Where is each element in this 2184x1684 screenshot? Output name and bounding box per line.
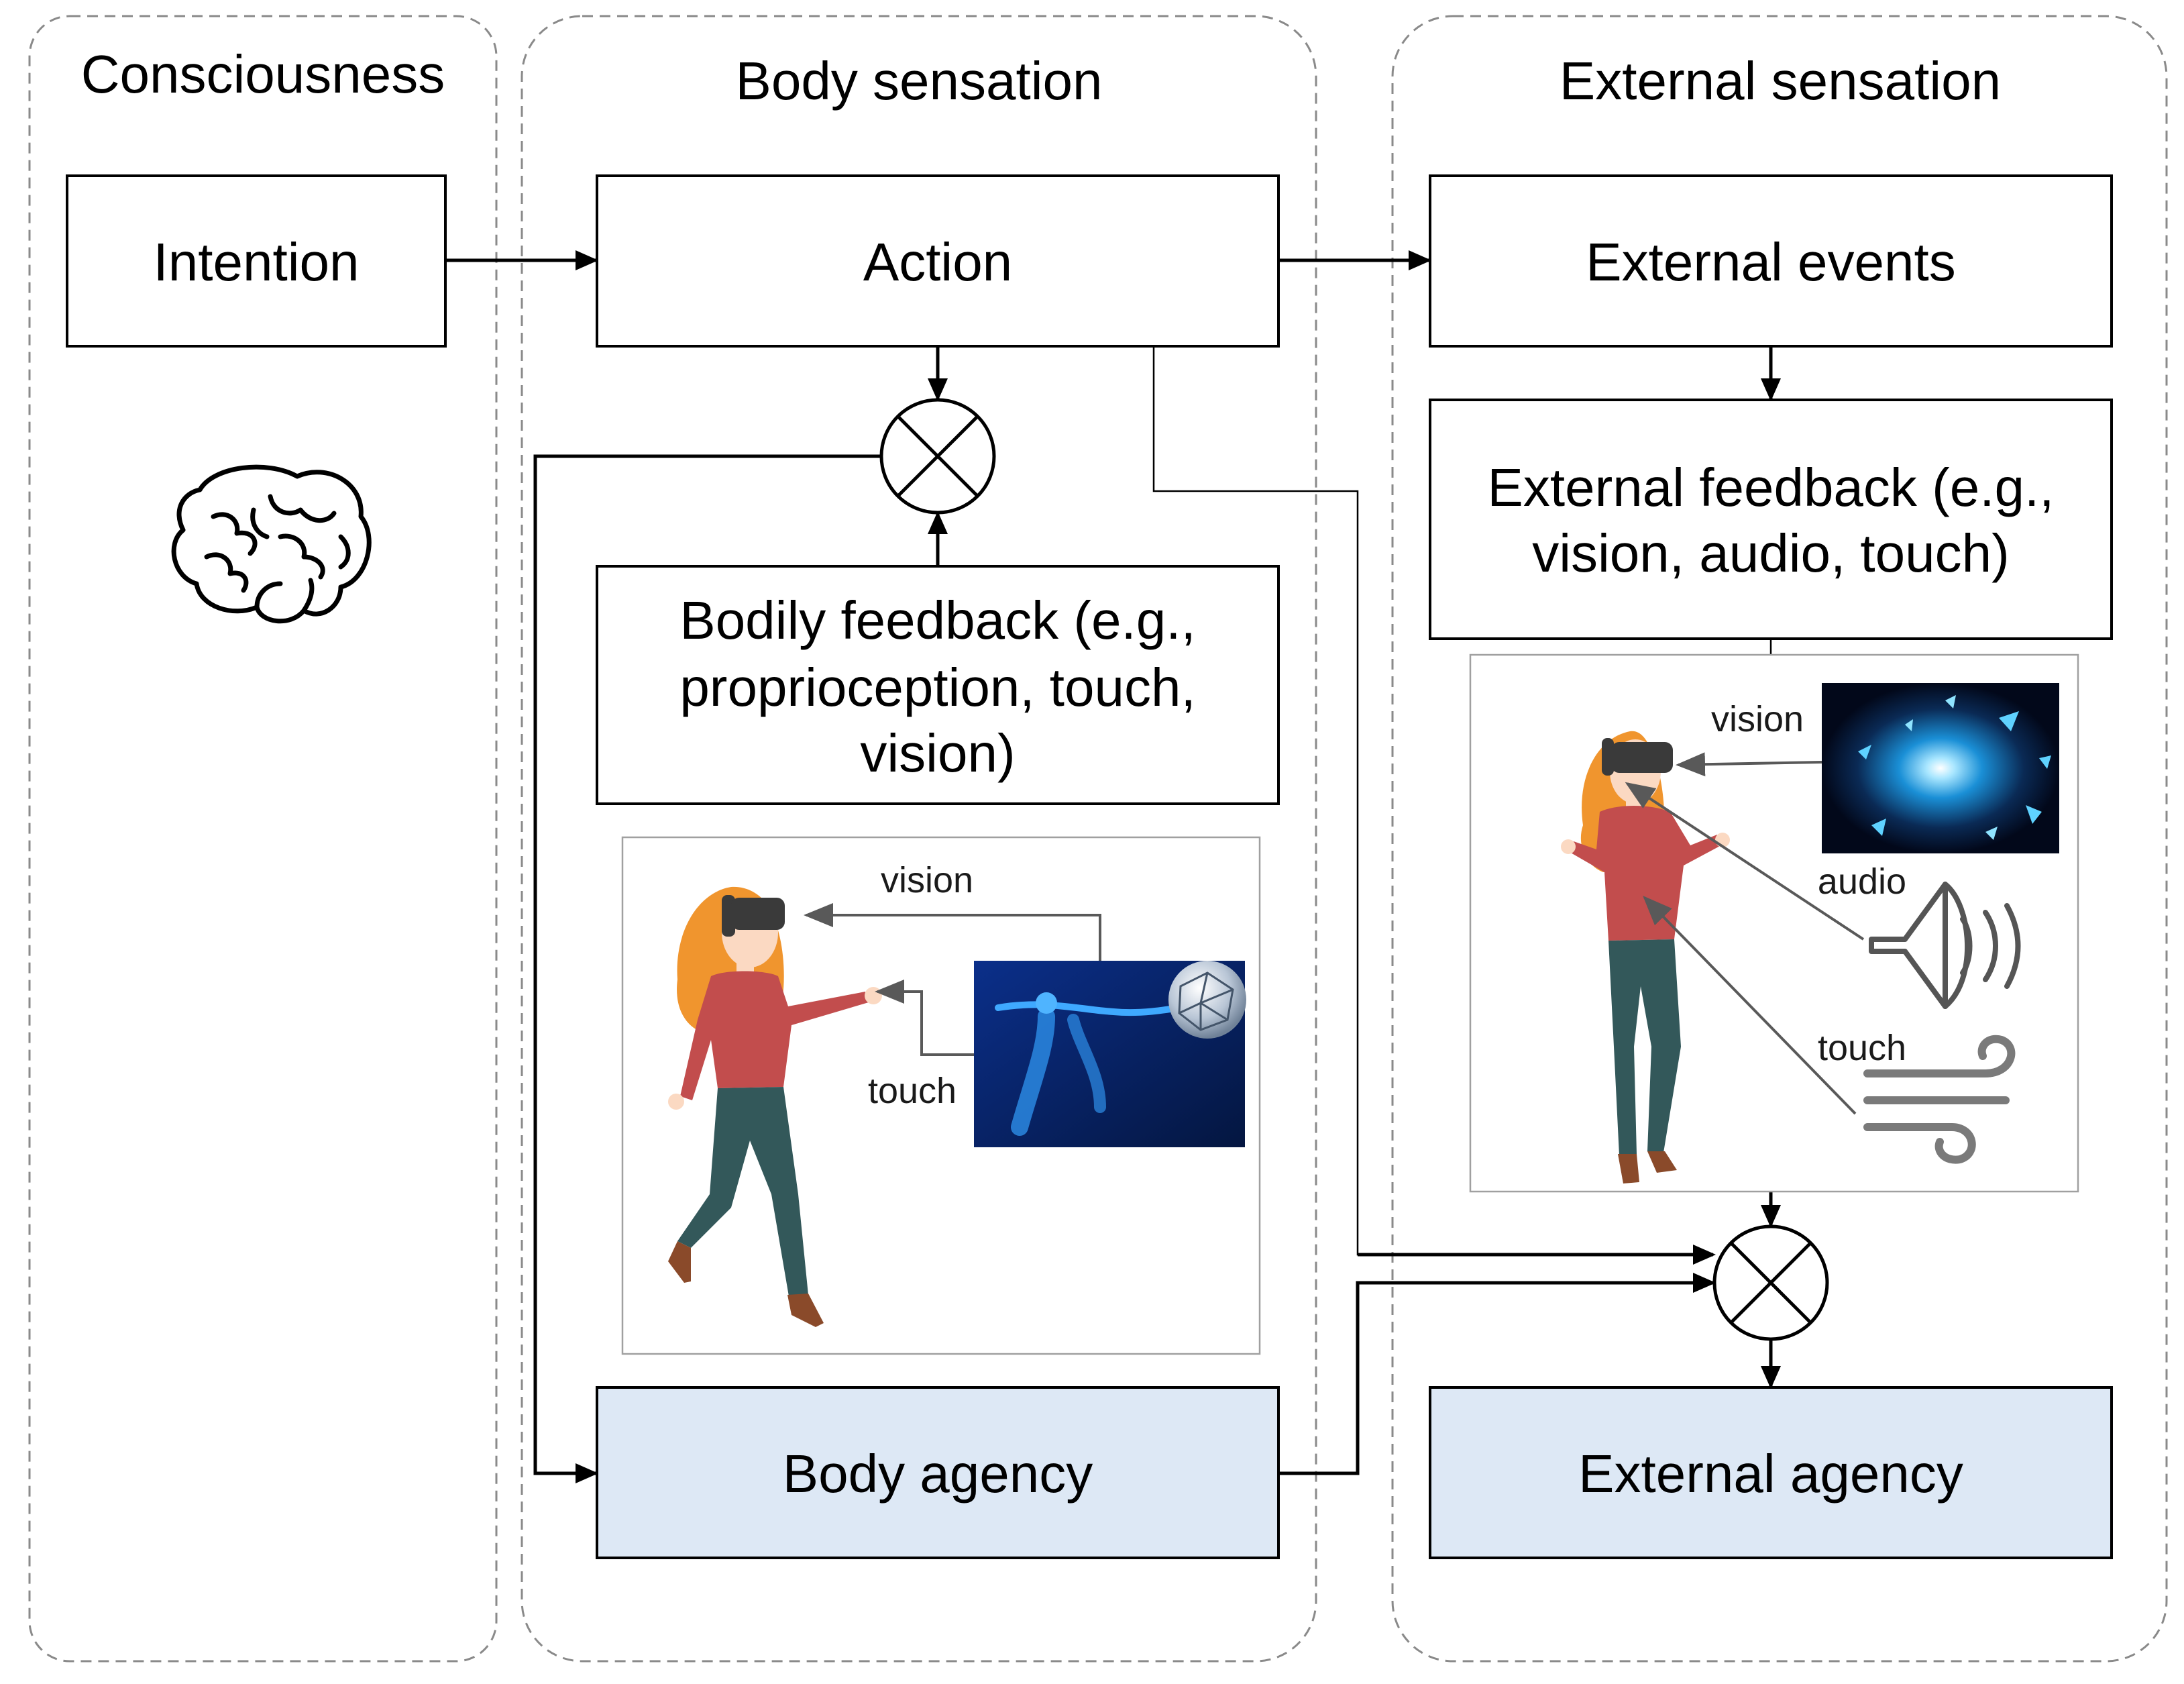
hologram-image — [974, 961, 1246, 1147]
comparator-to-body-agency-arrow — [533, 454, 881, 1483]
wind-icon — [1863, 1035, 2016, 1164]
external-agency-label: External agency — [1578, 1444, 1963, 1504]
vr-person-illustration — [668, 886, 882, 1327]
action-label: Action — [863, 232, 1012, 292]
bodily-feedback-box — [596, 565, 1280, 805]
bodily-feedback-line-1: Bodily feedback (e.g., — [679, 590, 1195, 650]
external-events-box — [1429, 174, 2113, 348]
external-comparator — [1712, 1224, 1829, 1341]
external-vr-person-illustration — [1561, 731, 1730, 1183]
external-agency-box — [1429, 1386, 2113, 1559]
body-agency-label: Body agency — [783, 1444, 1093, 1504]
intention-box — [66, 174, 447, 348]
external-feedback-box — [1429, 399, 2113, 640]
body-touch-label: touch — [868, 1071, 957, 1111]
speaker-icon — [1869, 882, 2021, 1009]
external-audio-arrow — [1625, 782, 1865, 941]
brain-icon — [171, 464, 372, 624]
external-touch-arrow — [1643, 896, 1857, 1115]
intention-label: Intention — [154, 232, 360, 292]
body-vision-arrow — [804, 903, 1101, 961]
external-sensation-lane — [1391, 15, 2168, 1663]
consciousness-heading: Consciousness — [81, 44, 445, 104]
body-vision-label: vision — [881, 860, 973, 900]
external-events-label: External events — [1586, 232, 1955, 292]
consciousness-lane — [28, 15, 498, 1663]
external-audio-label: audio — [1818, 861, 1906, 902]
external-feedback-line-2: vision, audio, touch) — [1532, 523, 2010, 583]
body-sensation-heading: Body sensation — [735, 51, 1102, 111]
external-vision-arrow — [1676, 752, 1822, 777]
particle-burst-image — [1822, 683, 2059, 853]
body-comparator — [879, 398, 996, 515]
body-sensation-lane — [521, 15, 1317, 1663]
external-vision-label: vision — [1711, 699, 1804, 739]
external-touch-label: touch — [1818, 1028, 1906, 1068]
external-sensation-heading: External sensation — [1560, 51, 2001, 111]
body-agency-to-external-comparator-arrow — [1278, 1273, 1716, 1475]
external-feedback-line-1: External feedback (e.g., — [1488, 458, 2055, 517]
body-touch-arrow — [875, 980, 974, 1056]
bodily-feedback-line-2: proprioception, touch, — [679, 657, 1195, 717]
bodily-feedback-line-3: vision) — [860, 723, 1015, 783]
body-agency-box — [596, 1386, 1280, 1559]
